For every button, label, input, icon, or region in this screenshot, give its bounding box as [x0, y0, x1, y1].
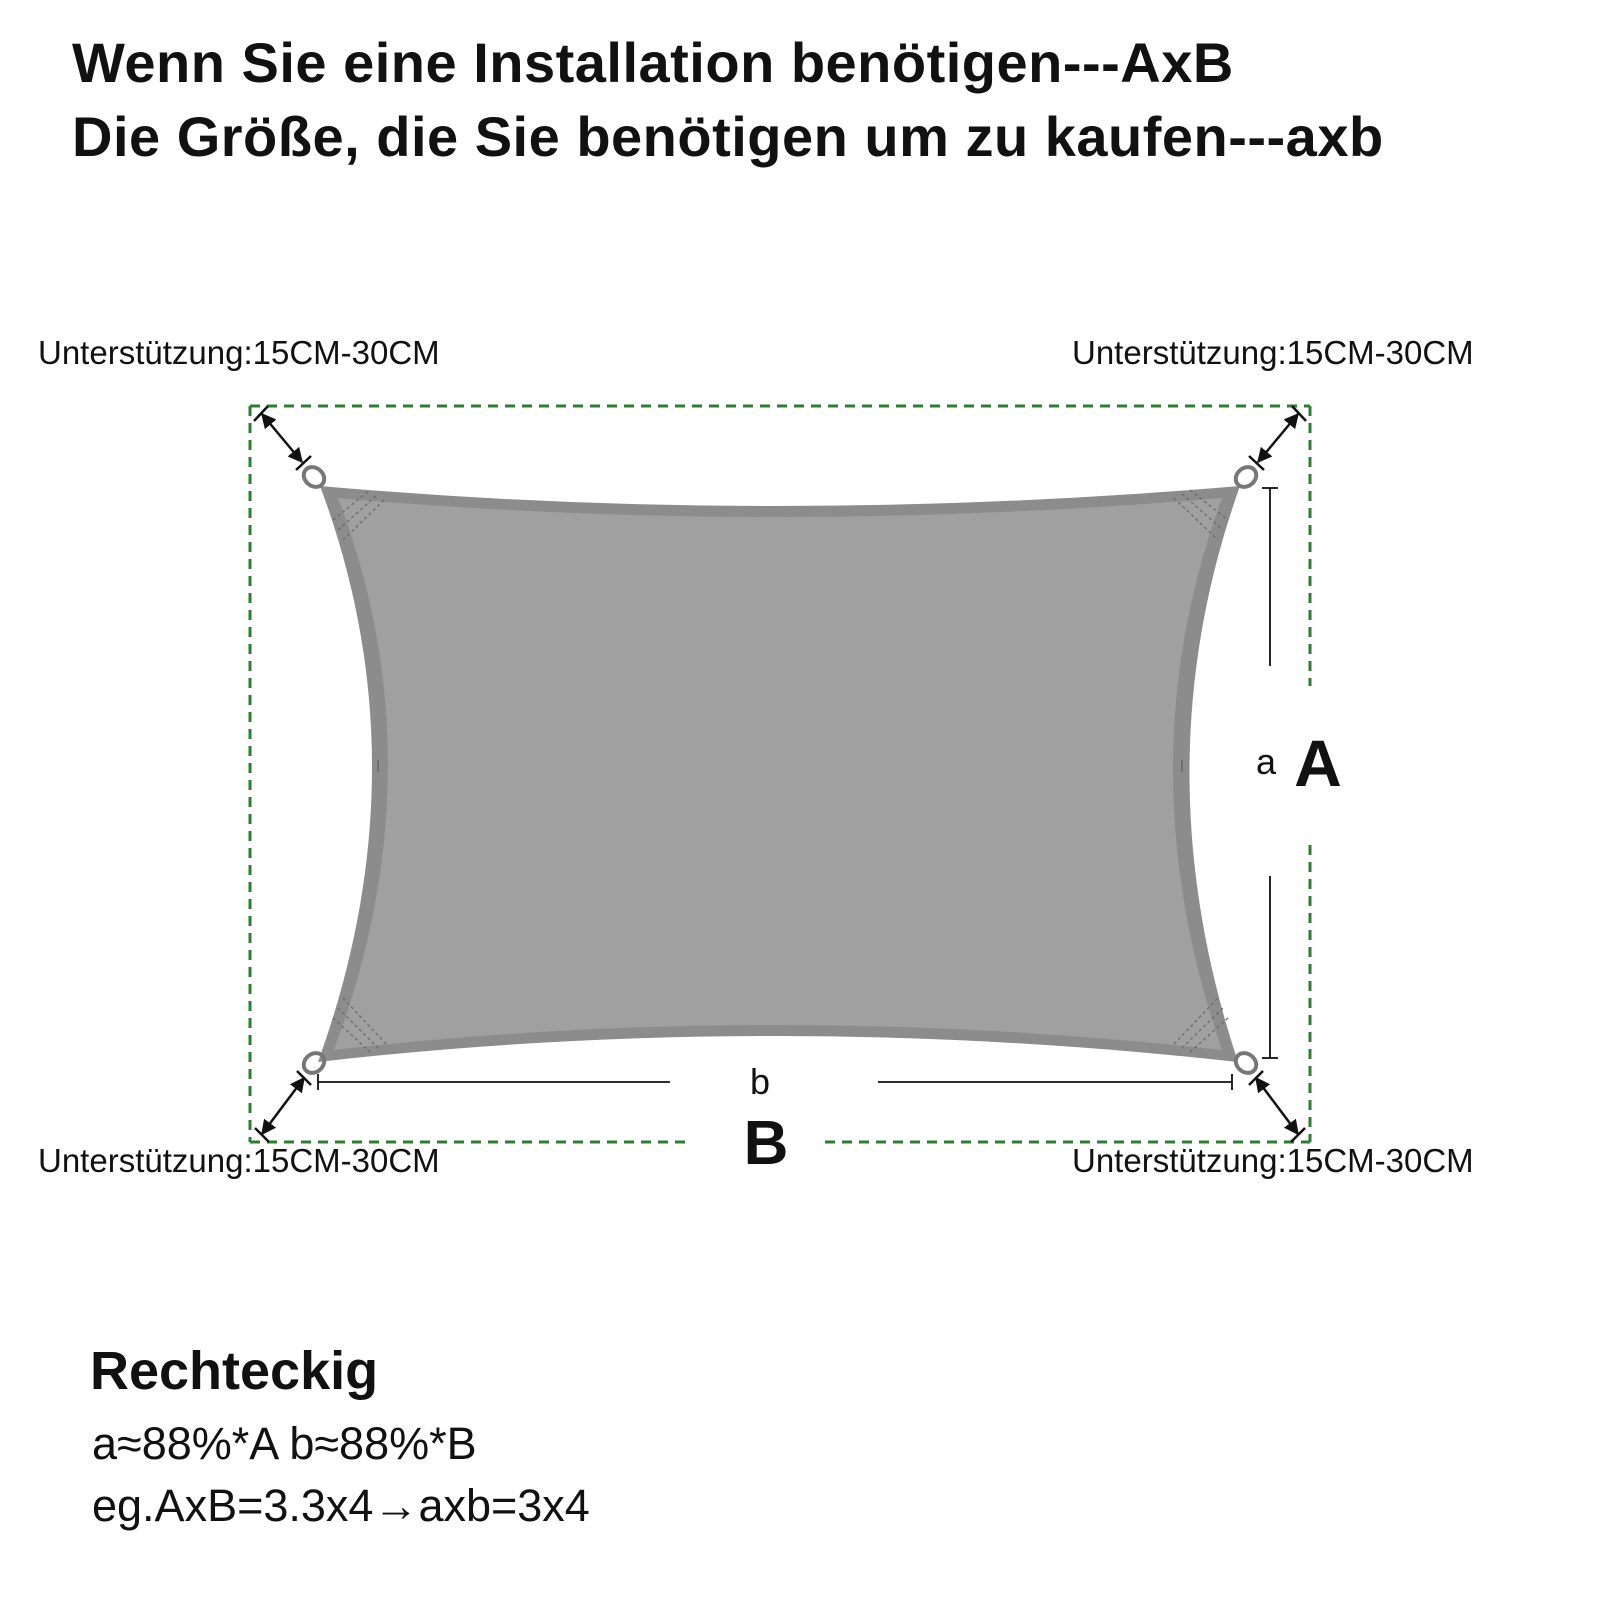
support-label-top-left: Unterstützung:15CM-30CM	[38, 334, 440, 371]
support-label-bottom-right: Unterstützung:15CM-30CM	[1072, 1142, 1474, 1179]
support-label-top-right: Unterstützung:15CM-30CM	[1072, 334, 1474, 371]
support-label-bottom-left: Unterstützung:15CM-30CM	[38, 1142, 440, 1179]
size-formula: a≈88%*A b≈88%*B	[92, 1418, 477, 1469]
size-example: eg.AxB=3.3x4→axb=3x4	[92, 1480, 590, 1531]
dimension-line-b	[317, 1074, 1233, 1090]
label-A: A	[1294, 726, 1342, 800]
label-a: a	[1256, 741, 1277, 782]
installation-frame	[248, 404, 1312, 1144]
shape-name: Rechteckig	[90, 1341, 379, 1401]
label-B: B	[744, 1109, 789, 1178]
sail-shape	[318, 486, 1240, 1062]
support-arrows	[253, 405, 1307, 1143]
dimension-line-a	[1262, 487, 1278, 1059]
label-b: b	[750, 1061, 770, 1102]
heading-install-size: Wenn Sie eine Installation benötigen---A…	[72, 31, 1234, 94]
d-ring-icon	[301, 465, 1259, 1075]
heading-purchase-size: Die Größe, die Sie benötigen um zu kaufe…	[72, 105, 1384, 168]
